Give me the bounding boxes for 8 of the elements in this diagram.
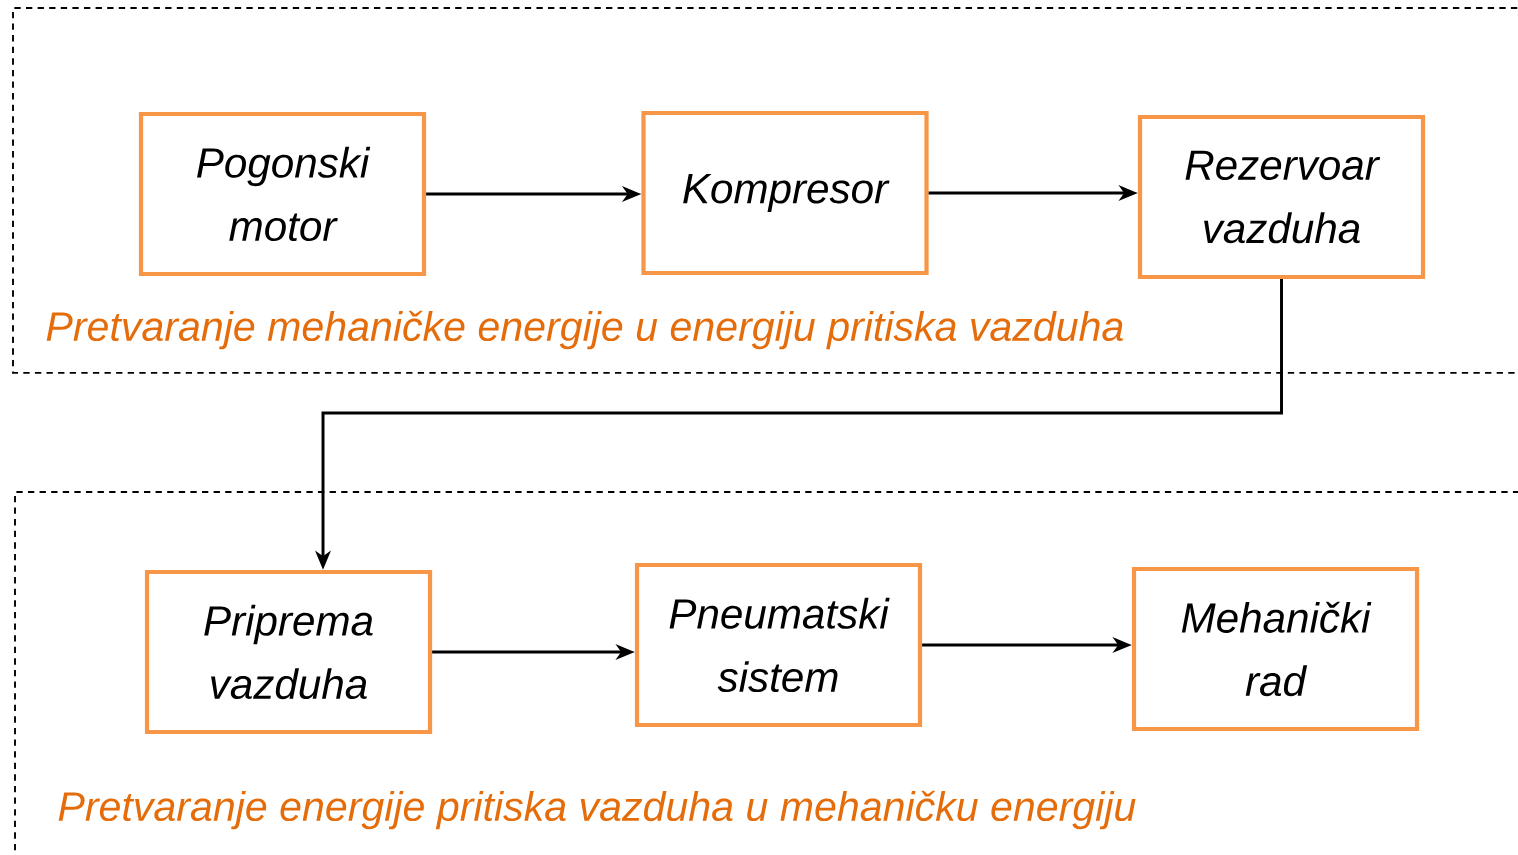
region-caption: Pretvaranje energije pritiska vazduha u mehaničku energiju: [58, 790, 1136, 830]
process-box: Pneumatski sistem: [634, 562, 923, 728]
process-box: Mehanički rad: [1131, 566, 1420, 732]
process-box: Kompresor: [641, 110, 929, 276]
process-box: Priprema vazduha: [144, 569, 433, 735]
region-caption: Pretvaranje mehaničke energije u energiju pritiska vazduha: [46, 310, 1123, 350]
process-box: Rezervoar vazduha: [1137, 114, 1426, 280]
process-box: Pogonski motor: [138, 111, 427, 277]
